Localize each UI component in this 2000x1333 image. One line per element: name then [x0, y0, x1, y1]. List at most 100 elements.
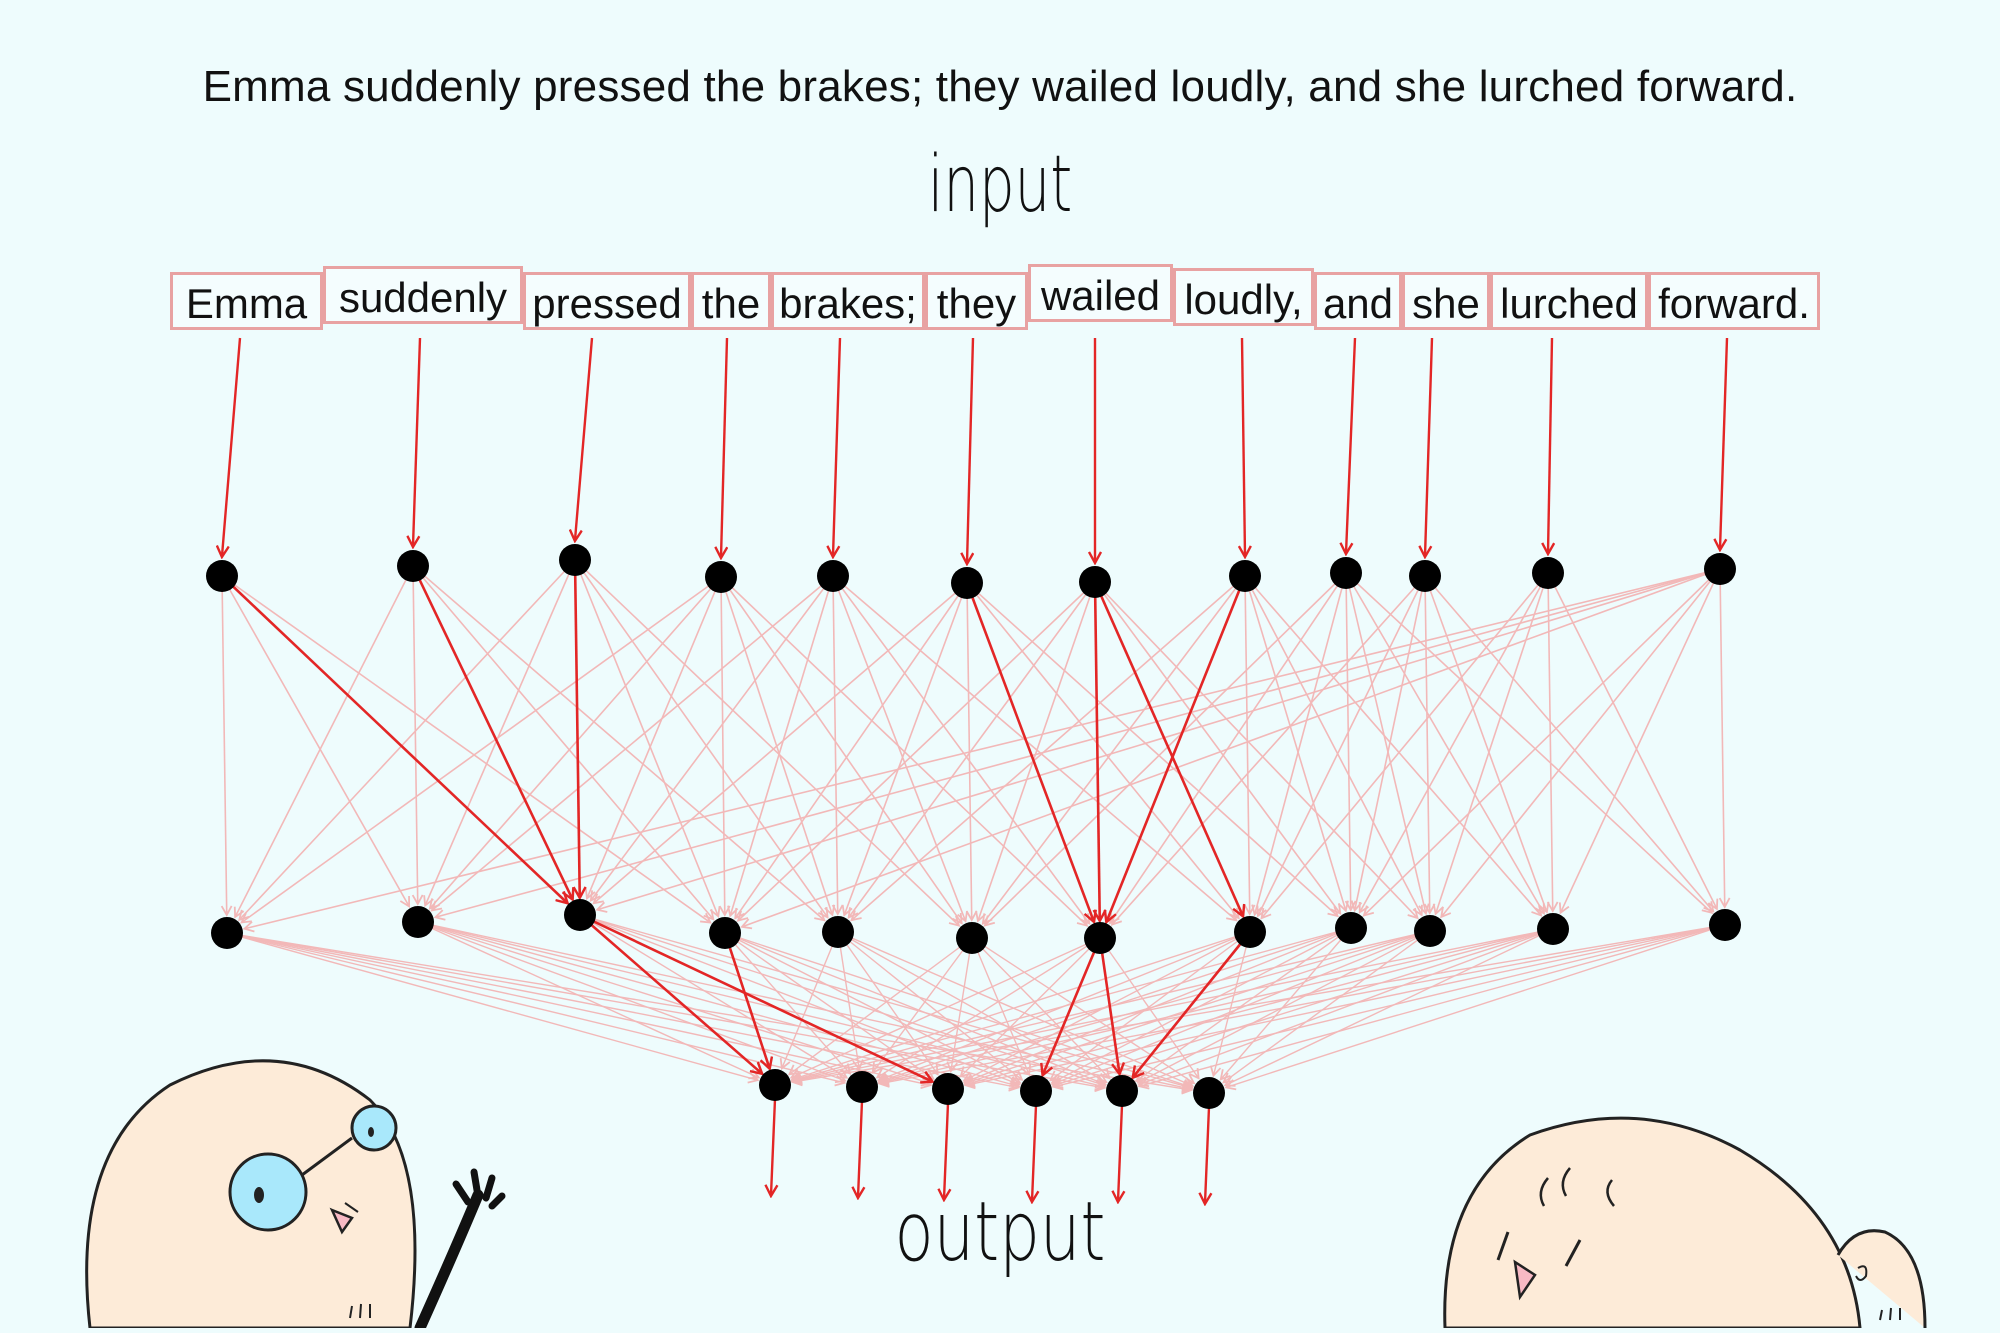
faint-edge — [417, 921, 1194, 1094]
faint-edge — [1135, 927, 1352, 1082]
character-with-glasses-icon — [85, 1059, 506, 1333]
token-box: and — [1314, 272, 1402, 330]
faint-edge — [428, 576, 722, 910]
hidden-node — [211, 917, 243, 949]
network-nodes — [206, 544, 1741, 1109]
faint-edge — [875, 937, 1101, 1079]
faint-edge — [877, 924, 1726, 1088]
faint-edge — [724, 932, 1107, 1087]
faint-edge — [1362, 568, 1721, 917]
highlighted-edge — [575, 559, 580, 897]
faint-edge — [871, 937, 973, 1075]
faint-edge — [971, 937, 1196, 1085]
faint-edge — [595, 568, 1721, 913]
faint-edge — [841, 582, 968, 917]
output-arrow — [858, 1100, 862, 1197]
highlighted-edge — [411, 565, 572, 899]
faint-edge — [1345, 572, 1545, 916]
faint-edge — [579, 914, 849, 1079]
faint-edge — [1136, 930, 1431, 1084]
token-arrow — [1242, 337, 1245, 556]
faint-edge — [1222, 930, 1431, 1084]
hidden-node — [1709, 909, 1741, 941]
faint-edge — [226, 932, 847, 1087]
faint-edge — [238, 559, 576, 922]
faint-edge — [963, 924, 1726, 1090]
token-box: lurched — [1490, 272, 1648, 330]
hidden-node — [709, 917, 741, 949]
faint-edge — [832, 575, 1238, 922]
hidden-node — [1537, 913, 1569, 945]
token-box: suddenly — [323, 266, 523, 324]
input-node — [397, 550, 429, 582]
faint-edge — [963, 928, 1554, 1088]
faint-edge — [837, 931, 1108, 1084]
hidden-node — [956, 922, 988, 954]
input-node — [1704, 553, 1736, 585]
faint-edge — [983, 572, 1347, 927]
faint-edge — [1547, 572, 1719, 911]
token-arrow — [1548, 337, 1552, 553]
faint-edge — [240, 576, 722, 924]
faint-edge — [966, 582, 1240, 920]
highlighted-edge — [1107, 575, 1247, 921]
highlighted-edge — [965, 582, 1094, 921]
faint-edge — [584, 576, 722, 901]
faint-edge — [226, 932, 1194, 1095]
faint-edge — [877, 928, 1554, 1087]
token-box: Emma — [170, 272, 323, 330]
faint-edge — [412, 565, 715, 921]
output-arrow — [1032, 1104, 1036, 1201]
highlighted-edge — [1098, 937, 1119, 1073]
faint-edge — [430, 575, 834, 912]
faint-edge — [242, 568, 1721, 933]
faint-edge — [877, 930, 1431, 1086]
faint-edge — [740, 568, 1721, 930]
faint-edge — [724, 932, 1194, 1091]
faint-edge — [963, 930, 1431, 1087]
faint-edge — [1546, 572, 1559, 913]
faint-edge — [417, 921, 1107, 1091]
faint-edge — [417, 921, 761, 1080]
faint-edge — [592, 582, 968, 905]
output-node — [846, 1071, 878, 1103]
hidden-node — [822, 916, 854, 948]
hidden-node — [1414, 915, 1446, 947]
token-arrow — [1720, 337, 1729, 549]
faint-edge — [966, 582, 1339, 918]
token-arrow — [721, 337, 727, 557]
faint-edge — [1109, 572, 1347, 925]
faint-edge — [1244, 575, 1423, 917]
faint-edge — [1209, 931, 1251, 1078]
highlighted-connections — [222, 337, 1729, 1203]
hidden-node — [1335, 912, 1367, 944]
faint-edge — [220, 575, 233, 917]
input-node — [1409, 560, 1441, 592]
token-box: pressed — [523, 272, 691, 330]
faint-edge — [790, 928, 1554, 1086]
faint-edge — [1251, 572, 1347, 917]
faint-edge — [1424, 575, 1550, 914]
faint-edge — [831, 575, 844, 916]
input-node — [1330, 557, 1362, 589]
faint-edge — [574, 559, 961, 927]
faint-edge — [1260, 572, 1549, 920]
faint-edge — [1051, 924, 1726, 1091]
token-box: they — [925, 272, 1028, 330]
faint-connections — [220, 559, 1731, 1095]
faint-edge — [1110, 575, 1426, 926]
faint-edge — [1424, 575, 1715, 913]
faint-edge — [1244, 575, 1543, 917]
faint-edge — [1344, 572, 1357, 912]
highlighted-edge — [1095, 581, 1100, 920]
faint-edge — [1219, 927, 1352, 1081]
token-arrow — [222, 337, 242, 556]
faint-edge — [417, 921, 1021, 1090]
sentence-title: Emma suddenly pressed the brakes; they w… — [202, 62, 1798, 111]
faint-edge — [847, 581, 1096, 919]
faint-edge — [790, 924, 1726, 1087]
faint-edge — [790, 930, 1431, 1085]
faint-edge — [1244, 575, 1349, 913]
